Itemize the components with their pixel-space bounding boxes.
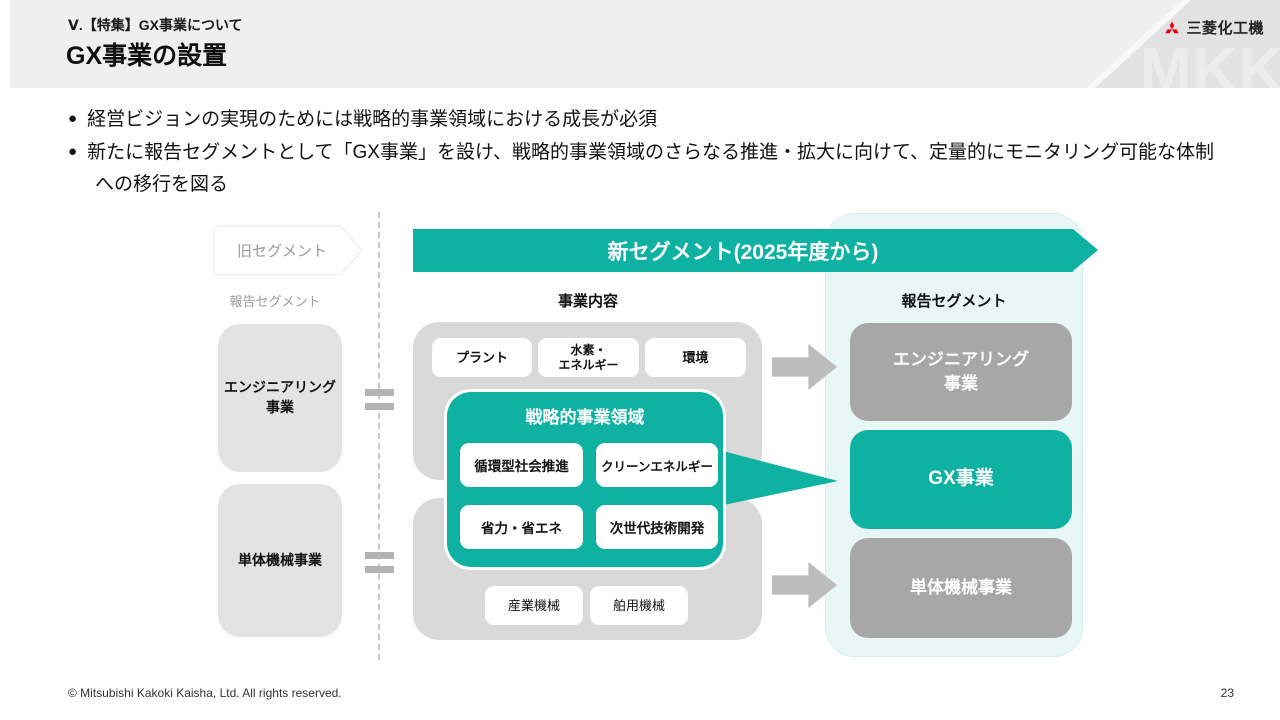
new-machinery-label: 単体機械事業	[910, 578, 1012, 598]
mkk-watermark: MKK	[1139, 36, 1280, 88]
labor-saving-label: 省力・省エネ	[481, 521, 562, 536]
header-band: MKK Ⅴ.【特集】GX事業について GX事業の設置 三菱化工機	[10, 0, 1280, 88]
next-gen-tech-label: 次世代技術開発	[609, 521, 705, 536]
strategic-to-gx-arrow-icon	[719, 450, 838, 506]
hydrogen-label-line2: エネルギー	[558, 357, 619, 372]
company-logo: 三菱化工機	[1163, 17, 1264, 38]
equals-bar	[365, 389, 394, 396]
chevron-shape: 旧セグメント	[215, 227, 361, 274]
old-segment-caption: 報告セグメント	[229, 294, 321, 309]
equals-bar	[365, 403, 394, 410]
mitsubishi-diamonds-icon	[1165, 21, 1180, 34]
header-diagonal-decoration	[1080, 0, 1280, 88]
plant-label: プラント	[455, 349, 508, 365]
hydrogen-label-line1: 水素・	[570, 343, 607, 358]
summary-bullets: ● 経営ビジョンの実現のためには戦略的事業領域における成長が必須 ● 新たに報告セグ…	[68, 104, 1223, 202]
equals-sign	[365, 389, 394, 417]
section-eyebrow: Ⅴ.【特集】GX事業について	[68, 17, 243, 33]
plant-chip: プラント	[432, 338, 532, 377]
old-engineering-box: エンジニアリング 事業	[218, 324, 342, 472]
report-segment-header: 報告セグメント	[901, 293, 1007, 310]
bullet-item: ● 経営ビジョンの実現のためには戦略的事業領域における成長が必須	[68, 104, 1223, 137]
circular-society-chip: 循環型社会推進	[460, 443, 583, 487]
gx-business-label: GX事業	[928, 468, 994, 490]
bullet-text: 新たに報告セグメントとして「GX事業」を設け、戦略的事業領域のさらなる推進・拡大…	[87, 141, 1215, 196]
marine-machinery-label: 舶用機械	[612, 597, 665, 613]
old-engineering-label-line1: エンジニアリング	[224, 379, 336, 396]
circular-society-label: 循環型社会推進	[474, 459, 569, 474]
equals-bar	[365, 552, 394, 559]
business-content-header: 事業内容	[557, 293, 618, 310]
clean-energy-label: クリーンエネルギー	[601, 459, 713, 474]
copyright-text: © Mitsubishi Kakoki Kaisha, Ltd. All rig…	[68, 686, 342, 700]
bullet-text: 経営ビジョンの実現のためには戦略的事業領域における成長が必須	[87, 109, 658, 130]
old-segment-tag: 旧セグメント	[215, 227, 361, 274]
industrial-machinery-chip: 産業機械	[485, 586, 583, 625]
old-engineering-label-line2: 事業	[266, 399, 294, 415]
hydrogen-energy-chip: 水素・ エネルギー	[538, 338, 639, 377]
gx-business-box: GX事業	[850, 430, 1072, 529]
bullet-item: ● 新たに報告セグメントとして「GX事業」を設け、戦略的事業領域のさらなる推進・拡…	[68, 137, 1223, 202]
bullet-icon: ●	[68, 110, 78, 127]
new-engineering-box: エンジニアリング 事業	[850, 323, 1072, 421]
environment-chip: 環境	[645, 338, 746, 377]
equals-sign	[365, 552, 394, 580]
old-machinery-box: 単体機械事業	[218, 484, 342, 637]
old-machinery-label: 単体機械事業	[238, 551, 322, 568]
next-gen-tech-chip: 次世代技術開発	[596, 505, 718, 549]
page-title: GX事業の設置	[66, 42, 228, 70]
strategic-domain-title: 戦略的事業領域	[525, 408, 645, 427]
new-machinery-box: 単体機械事業	[850, 538, 1072, 638]
company-name: 三菱化工機	[1186, 20, 1264, 37]
marine-machinery-chip: 舶用機械	[590, 586, 688, 625]
equals-bar	[365, 566, 394, 573]
page-number: 23	[1220, 686, 1234, 700]
new-engineering-label-line1: エンジニアリング	[893, 350, 1029, 370]
industrial-machinery-label: 産業機械	[507, 597, 560, 613]
clean-energy-chip: クリーンエネルギー	[596, 443, 718, 487]
labor-saving-chip: 省力・省エネ	[460, 505, 583, 549]
environment-label: 環境	[682, 349, 709, 365]
new-engineering-label-line2: 事業	[944, 374, 978, 393]
new-segment-banner: 新セグメント(2025年度から)	[413, 229, 1098, 272]
old-new-divider-dashed-line	[378, 212, 380, 660]
bullet-icon: ●	[68, 142, 78, 160]
